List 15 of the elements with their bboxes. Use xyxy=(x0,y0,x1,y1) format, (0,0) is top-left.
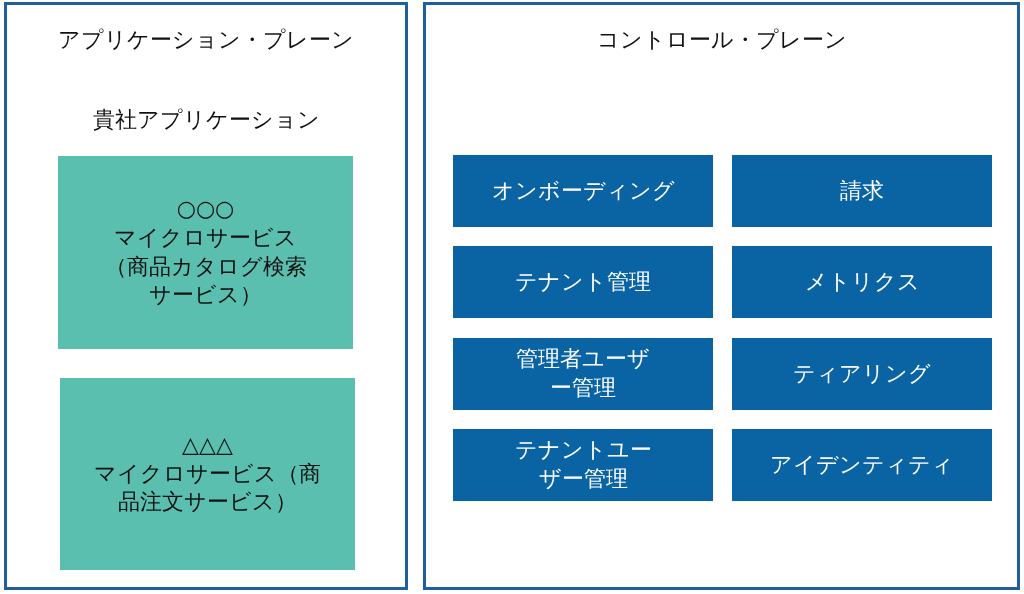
service-box: ○○○ マイクロサービス（商品カタログ検索サービス） xyxy=(58,156,353,349)
function-box: オンボーディング xyxy=(453,155,713,227)
function-box: ティアリング xyxy=(732,338,992,410)
function-box: テナント管理 xyxy=(453,246,713,318)
section-heading: 貴社アプリケーション xyxy=(92,106,320,134)
function-box: 管理者ユーザー管理 xyxy=(453,338,713,410)
service-box: △△△ マイクロサービス（商品注文サービス） xyxy=(60,378,355,570)
function-box: アイデンティティ xyxy=(732,429,992,501)
panel-title: アプリケーション・プレーン xyxy=(58,26,354,54)
panel xyxy=(4,2,408,590)
panel xyxy=(423,2,1020,590)
function-box: メトリクス xyxy=(732,246,992,318)
panel-title: コントロール・プレーン xyxy=(596,26,847,54)
function-box: 請求 xyxy=(732,155,992,227)
function-box: テナントユーザー管理 xyxy=(453,429,713,501)
